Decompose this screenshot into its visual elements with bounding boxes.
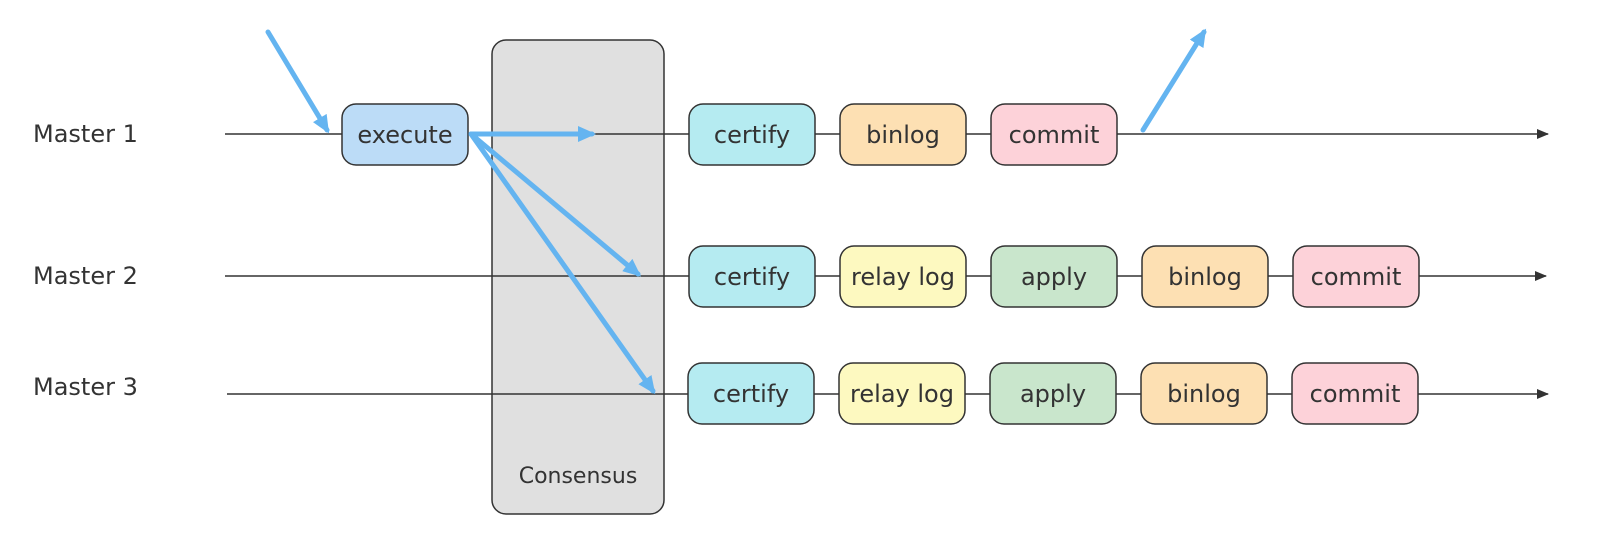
consensus-label: Consensus [519,464,638,489]
stage-binlog-label: binlog [1168,263,1242,291]
stage-apply-label: apply [1021,263,1087,291]
stage-binlog-label: binlog [866,121,940,149]
row-labels: Master 1 Master 2 Master 3 [33,120,138,401]
master-3-stages: certify relay log apply binlog commit [687,362,1419,425]
stage-certify-box [688,103,816,166]
row-label-master-1: Master 1 [33,120,138,148]
stage-binlog-box [1140,362,1268,425]
stage-commit-box [1292,245,1420,308]
master-1-stages: execute certify binlog commit [341,103,1118,166]
stage-commit-label: commit [1009,121,1100,149]
stage-certify-box [687,362,815,425]
stage-execute-label: execute [357,121,452,149]
stage-certify-label: certify [714,121,790,149]
stage-relay-log-label: relay log [851,263,955,291]
stage-relay-log-label: relay log [850,380,954,408]
replicate-to-master-3-arrow [468,131,656,395]
consensus-rect [491,39,665,515]
incoming-request-arrow [265,29,330,134]
stage-commit-box [990,103,1118,166]
stage-apply-label: apply [1020,380,1086,408]
stage-relay-log-box [839,245,967,308]
stage-execute-box [341,103,469,166]
replicate-to-master-2-arrow [468,131,642,277]
stage-binlog-label: binlog [1167,380,1241,408]
stage-certify-label: certify [714,263,790,291]
stage-binlog-box [1141,245,1269,308]
stage-binlog-box [839,103,967,166]
master-2-stages: certify relay log apply binlog commit [688,245,1420,308]
stage-relay-log-box [838,362,966,425]
outgoing-response-arrow [1140,28,1207,133]
flow-arrows [265,28,1207,395]
stage-apply-box [990,245,1118,308]
stage-certify-label: certify [713,380,789,408]
stage-commit-box [1291,362,1419,425]
stage-apply-box [989,362,1117,425]
row-label-master-3: Master 3 [33,373,138,401]
stage-commit-label: commit [1311,263,1402,291]
stage-certify-box [688,245,816,308]
stage-commit-label: commit [1310,380,1401,408]
consensus-block: Consensus [491,39,665,515]
row-label-master-2: Master 2 [33,262,138,290]
